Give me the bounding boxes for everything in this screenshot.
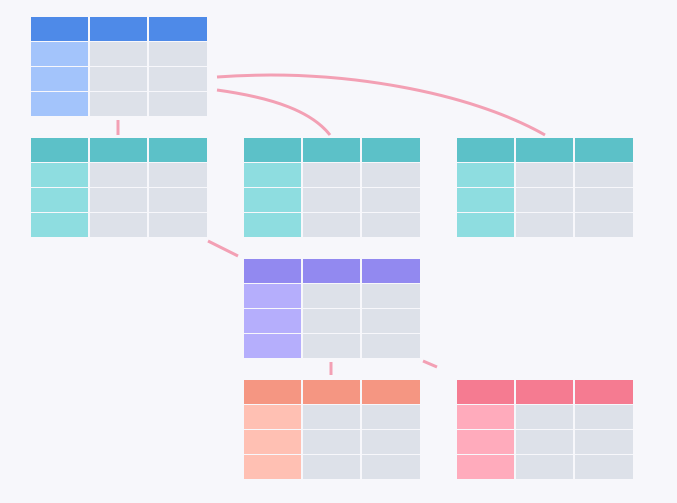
table-header-cell bbox=[362, 138, 420, 162]
table-body-cell bbox=[90, 67, 147, 91]
connector-blue-teal-middle bbox=[216, 88, 332, 136]
table-body-cell bbox=[303, 334, 360, 358]
table-key-cell bbox=[244, 455, 301, 479]
table-header-cell bbox=[457, 138, 514, 162]
table-orange bbox=[244, 380, 420, 479]
table-body-cell bbox=[149, 92, 207, 116]
table-teal-left bbox=[31, 138, 207, 237]
table-body-cell bbox=[362, 188, 420, 212]
table-teal-middle bbox=[244, 138, 420, 237]
table-body-cell bbox=[575, 455, 633, 479]
table-body-cell bbox=[575, 213, 633, 237]
table-body-cell bbox=[90, 92, 147, 116]
table-body-cell bbox=[149, 163, 207, 187]
table-header-cell bbox=[149, 17, 207, 41]
table-header-cell bbox=[457, 380, 514, 404]
table-blue bbox=[31, 17, 207, 116]
table-key-cell bbox=[31, 42, 88, 66]
table-body-cell bbox=[303, 163, 360, 187]
table-header-cell bbox=[303, 138, 360, 162]
table-header-cell bbox=[31, 17, 88, 41]
table-header-cell bbox=[362, 380, 420, 404]
table-body-cell bbox=[516, 430, 573, 454]
table-header-cell bbox=[149, 138, 207, 162]
connector-blue-teal-right bbox=[216, 73, 546, 137]
table-body-cell bbox=[362, 309, 420, 333]
table-body-cell bbox=[149, 213, 207, 237]
table-header-cell bbox=[244, 380, 301, 404]
table-header-cell bbox=[303, 380, 360, 404]
table-body-cell bbox=[516, 163, 573, 187]
table-header-cell bbox=[244, 138, 301, 162]
table-key-cell bbox=[457, 163, 514, 187]
table-header-cell bbox=[31, 138, 88, 162]
table-body-cell bbox=[362, 430, 420, 454]
table-body-cell bbox=[303, 284, 360, 308]
table-key-cell bbox=[457, 455, 514, 479]
table-body-cell bbox=[303, 309, 360, 333]
table-key-cell bbox=[244, 213, 301, 237]
table-body-cell bbox=[303, 405, 360, 429]
table-key-cell bbox=[244, 334, 301, 358]
table-key-cell bbox=[244, 430, 301, 454]
table-body-cell bbox=[90, 188, 147, 212]
table-header-cell bbox=[516, 380, 573, 404]
connector-teal-left-purple bbox=[207, 239, 239, 258]
table-key-cell bbox=[31, 188, 88, 212]
table-header-cell bbox=[516, 138, 573, 162]
table-body-cell bbox=[575, 430, 633, 454]
table-body-cell bbox=[362, 284, 420, 308]
table-body-cell bbox=[575, 163, 633, 187]
table-body-cell bbox=[303, 188, 360, 212]
table-teal-right bbox=[457, 138, 633, 237]
table-body-cell bbox=[516, 455, 573, 479]
table-key-cell bbox=[457, 405, 514, 429]
table-body-cell bbox=[362, 405, 420, 429]
table-body-cell bbox=[575, 188, 633, 212]
table-key-cell bbox=[31, 213, 88, 237]
table-key-cell bbox=[244, 284, 301, 308]
table-header-cell bbox=[90, 17, 147, 41]
table-body-cell bbox=[90, 163, 147, 187]
table-body-cell bbox=[303, 213, 360, 237]
table-key-cell bbox=[31, 163, 88, 187]
table-body-cell bbox=[362, 163, 420, 187]
table-header-cell bbox=[303, 259, 360, 283]
table-body-cell bbox=[516, 213, 573, 237]
table-body-cell bbox=[516, 188, 573, 212]
table-key-cell bbox=[244, 163, 301, 187]
table-purple bbox=[244, 259, 420, 358]
table-header-cell bbox=[244, 259, 301, 283]
table-header-cell bbox=[575, 138, 633, 162]
table-body-cell bbox=[303, 455, 360, 479]
table-body-cell bbox=[516, 405, 573, 429]
table-body-cell bbox=[303, 430, 360, 454]
table-pink bbox=[457, 380, 633, 479]
table-key-cell bbox=[244, 309, 301, 333]
table-key-cell bbox=[244, 405, 301, 429]
table-body-cell bbox=[149, 67, 207, 91]
table-body-cell bbox=[149, 188, 207, 212]
table-key-cell bbox=[457, 188, 514, 212]
connector-purple-pink bbox=[422, 359, 438, 369]
table-body-cell bbox=[90, 42, 147, 66]
table-body-cell bbox=[149, 42, 207, 66]
table-body-cell bbox=[362, 213, 420, 237]
table-key-cell bbox=[31, 67, 88, 91]
table-header-cell bbox=[575, 380, 633, 404]
table-key-cell bbox=[31, 92, 88, 116]
table-body-cell bbox=[90, 213, 147, 237]
table-body-cell bbox=[362, 455, 420, 479]
table-header-cell bbox=[90, 138, 147, 162]
table-body-cell bbox=[362, 334, 420, 358]
table-key-cell bbox=[457, 430, 514, 454]
table-key-cell bbox=[244, 188, 301, 212]
table-key-cell bbox=[457, 213, 514, 237]
table-header-cell bbox=[362, 259, 420, 283]
table-body-cell bbox=[575, 405, 633, 429]
